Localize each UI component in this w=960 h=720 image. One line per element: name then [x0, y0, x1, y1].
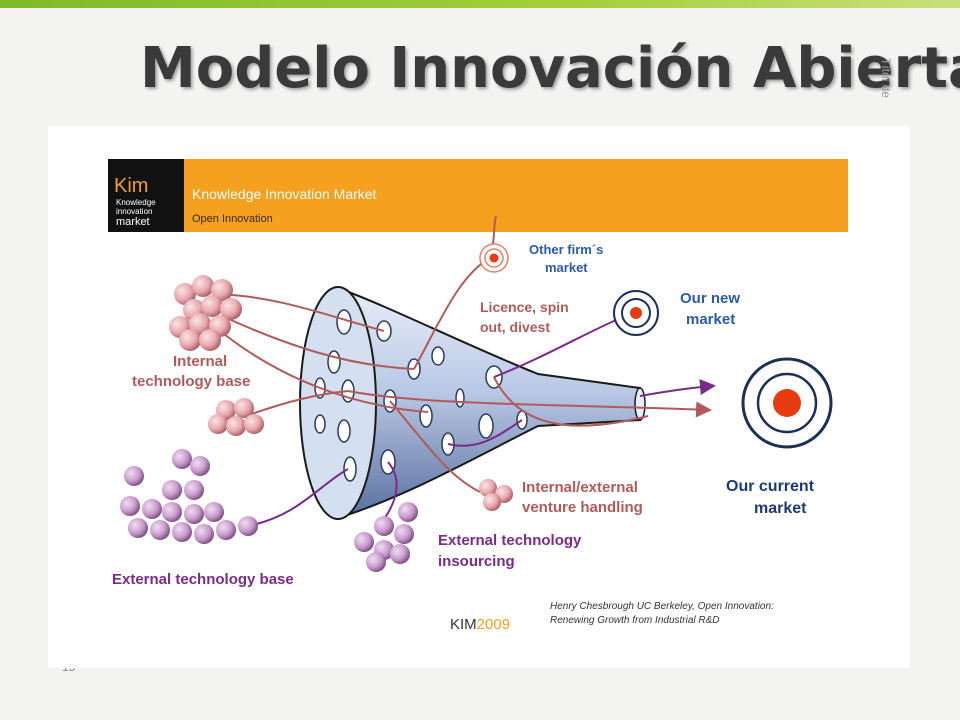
external-tech-cluster — [120, 449, 258, 544]
insourcing-cluster — [354, 502, 418, 572]
header-title: Knowledge Innovation Market — [192, 186, 377, 202]
slide-title: Modelo Innovación Abierta: — [140, 36, 960, 101]
header-banner — [108, 159, 848, 232]
current-market-target — [741, 357, 833, 449]
other-market-label-2: market — [545, 260, 588, 275]
open-innovation-figure: Kim Knowledge innovation market Knowledg… — [48, 126, 910, 668]
kim-logo — [108, 159, 184, 232]
side-label: Títol de — [879, 58, 893, 99]
logo-line3: market — [116, 216, 150, 228]
logo-word: Kim — [114, 175, 148, 197]
insourcing-label-1: External technology — [438, 532, 582, 549]
funnel-mouth — [299, 286, 377, 520]
other-firm-market-target — [479, 243, 509, 273]
new-market-label-2: market — [686, 311, 735, 328]
figure-footer: KIM2009 Henry Chesbrough UC Berkeley, Op… — [450, 601, 774, 633]
internal-base-label-2: technology base — [132, 373, 250, 390]
kim-footer-logo: KIM2009 — [450, 616, 510, 633]
internal-tech-cluster-small — [208, 398, 264, 436]
kim-header: Kim Knowledge innovation market Knowledg… — [108, 159, 848, 232]
licence-label-1: Licence, spin — [480, 299, 569, 315]
funnel-spout — [634, 387, 646, 421]
venture-label-2: venture handling — [522, 499, 643, 516]
internal-flow-lines — [215, 215, 712, 493]
kim-prefix: KIM — [450, 616, 477, 633]
logo-line1: Knowledge — [116, 198, 156, 207]
current-market-label-1: Our current — [726, 478, 815, 495]
internal-tech-cluster — [169, 275, 242, 351]
current-market-label-2: market — [754, 500, 807, 517]
kim-year: 2009 — [477, 616, 510, 633]
other-market-label-1: Other firm´s — [529, 242, 603, 257]
insourcing-label-2: insourcing — [438, 553, 515, 570]
top-accent-bar — [0, 0, 960, 8]
venture-cluster — [479, 479, 513, 511]
citation-line-2: Renewing Growth from Industrial R&D — [550, 615, 720, 626]
logo-line2: innovation — [116, 207, 152, 216]
citation-line-1: Henry Chesbrough UC Berkeley, Open Innov… — [550, 601, 774, 612]
internal-base-label-1: Internal — [173, 353, 227, 370]
header-subtitle: Open Innovation — [192, 213, 273, 225]
external-base-label: External technology base — [112, 571, 294, 588]
venture-label-1: Internal/external — [522, 479, 638, 496]
new-market-target — [613, 290, 659, 336]
new-market-label-1: Our new — [680, 290, 740, 307]
licence-label-2: out, divest — [480, 319, 550, 335]
